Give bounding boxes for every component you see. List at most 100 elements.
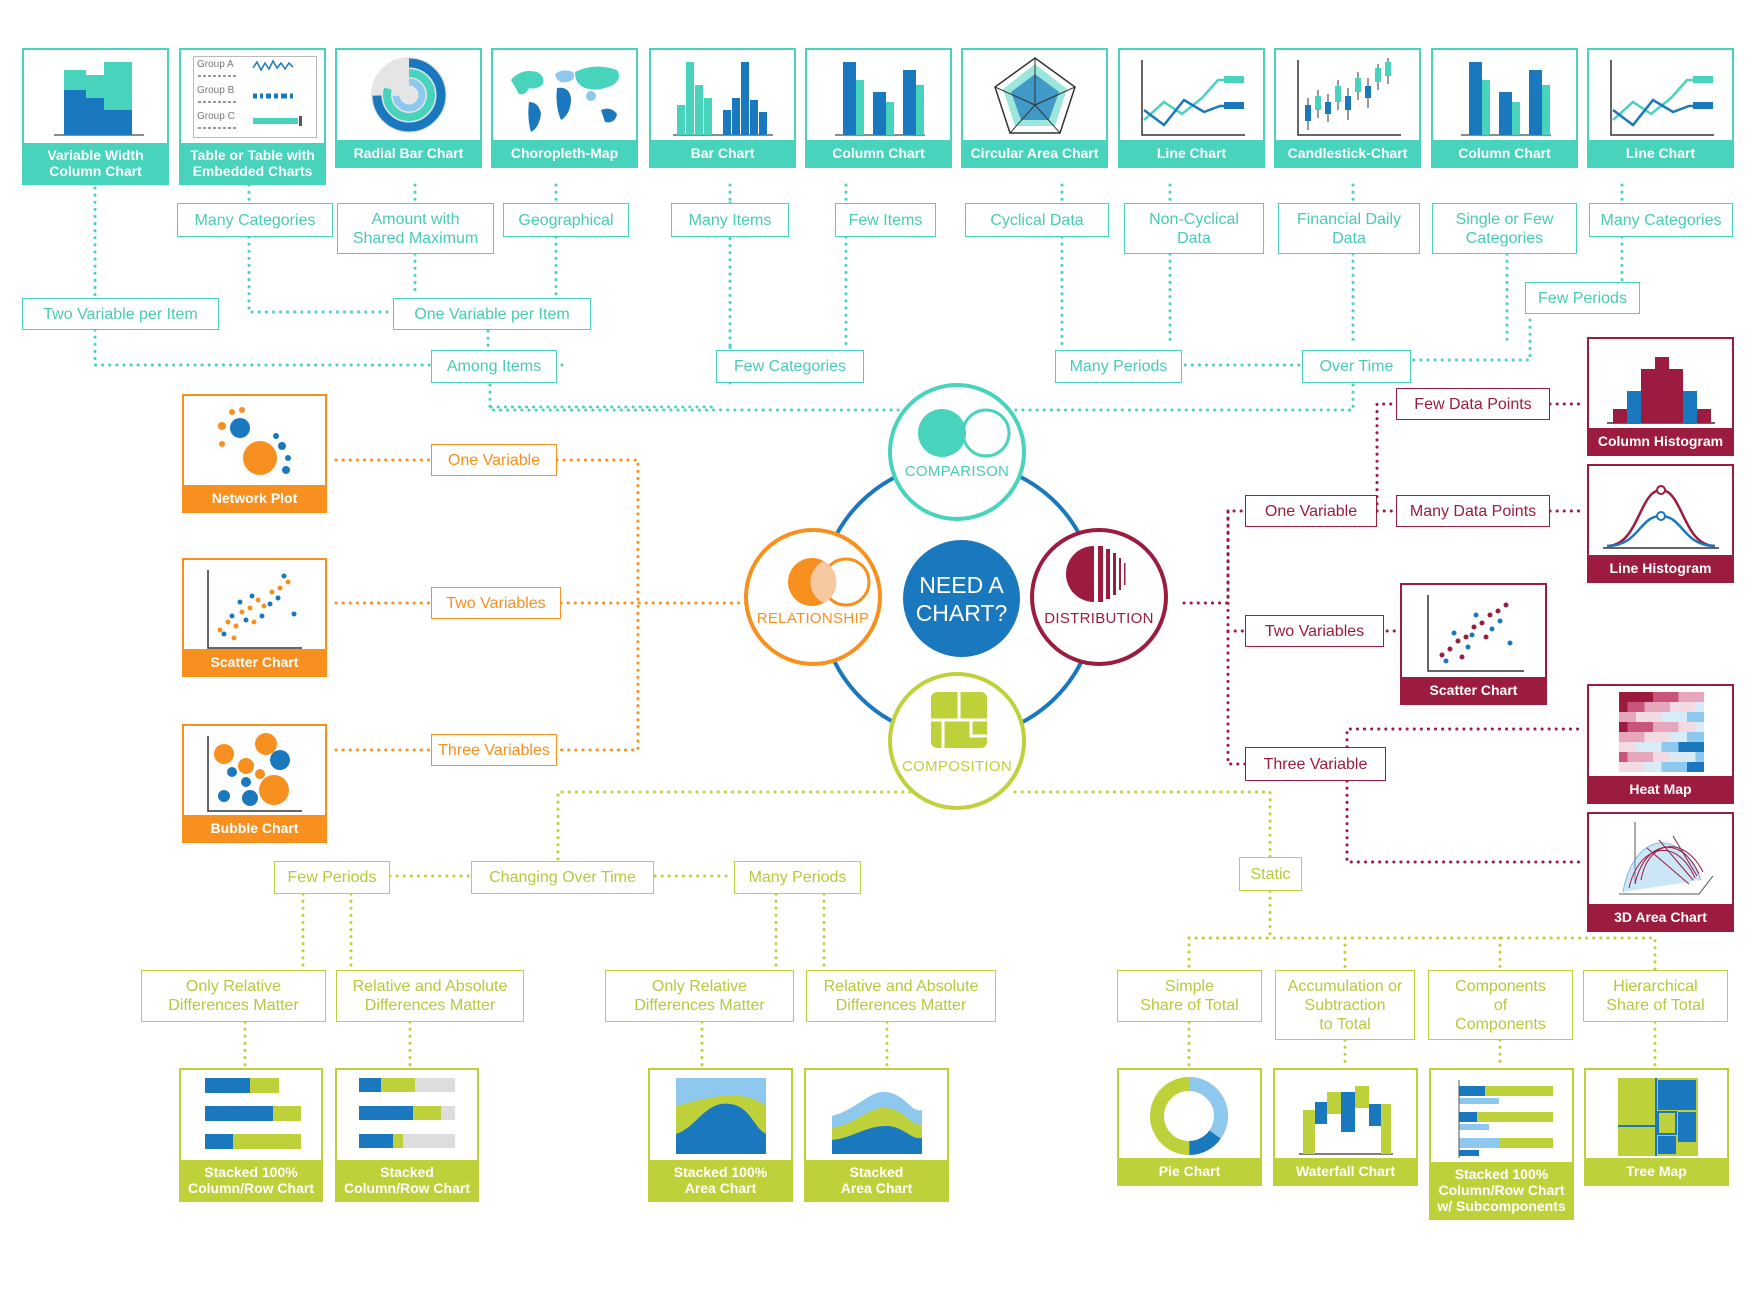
label-two-variables-dist[interactable]: Two Variables: [1245, 615, 1384, 647]
label-geographical[interactable]: Geographical: [503, 203, 629, 237]
label-many-categories[interactable]: Many Categories: [177, 203, 333, 237]
heat-map-cell: [1653, 702, 1662, 712]
label-three-variables[interactable]: Three Variables: [431, 734, 557, 766]
card-column-histogram[interactable]: Column Histogram: [1587, 337, 1734, 456]
label-many-items[interactable]: Many Items: [671, 203, 789, 237]
card-stacked-column[interactable]: Stacked Column/Row Chart: [335, 1068, 479, 1202]
relationship-hub[interactable]: RELATIONSHIP: [744, 528, 882, 666]
card-3d-area[interactable]: 3D Area Chart: [1587, 812, 1734, 932]
heat-map-cell: [1661, 712, 1670, 722]
distribution-hub[interactable]: DISTRIBUTION: [1030, 528, 1168, 666]
stacked-subcomponents-icon: [1458, 1080, 1553, 1158]
card-column-chart-2[interactable]: Column Chart: [1431, 48, 1578, 168]
card-line-histogram[interactable]: Line Histogram: [1587, 464, 1734, 583]
heat-map-cell: [1636, 702, 1645, 712]
comparison-hub[interactable]: COMPARISON: [888, 383, 1026, 521]
table-embedded-icon: Group A Group B Group C: [181, 50, 324, 145]
card-scatter-chart-rel[interactable]: Scatter Chart: [182, 558, 327, 677]
heat-map-cell: [1627, 722, 1636, 732]
card-line-chart-1[interactable]: Line Chart: [1118, 48, 1265, 168]
label-components[interactable]: Components of Components: [1428, 970, 1573, 1040]
heat-map-cell: [1678, 702, 1687, 712]
label-amount-shared-max[interactable]: Amount with Shared Maximum: [337, 203, 494, 254]
card-variable-width-column[interactable]: Variable Width Column Chart: [22, 48, 169, 185]
card-caption: Line Chart: [1589, 140, 1732, 166]
heat-map-cell: [1636, 722, 1645, 732]
card-radial-bar[interactable]: Radial Bar Chart: [335, 48, 482, 168]
label-only-relative-2[interactable]: Only Relative Differences Matter: [605, 970, 794, 1022]
label-few-periods-comp[interactable]: Few Periods: [274, 861, 390, 894]
label-two-variable-per-item[interactable]: Two Variable per Item: [22, 298, 219, 330]
card-scatter-chart-dist[interactable]: Scatter Chart: [1400, 583, 1547, 705]
distribution-hub-label: DISTRIBUTION: [1044, 610, 1154, 627]
label-three-variable[interactable]: Three Variable: [1245, 747, 1386, 781]
variable-width-column-icon: [54, 62, 144, 136]
label-relative-absolute-1[interactable]: Relative and Absolute Differences Matter: [336, 970, 524, 1022]
card-network-plot[interactable]: Network Plot: [182, 394, 327, 513]
label-only-relative-1[interactable]: Only Relative Differences Matter: [141, 970, 326, 1022]
card-tree-map[interactable]: Tree Map: [1584, 1068, 1729, 1186]
label-few-data-points[interactable]: Few Data Points: [1396, 388, 1550, 420]
line-chart-icon: [1141, 60, 1245, 136]
heat-map-cell: [1619, 712, 1628, 722]
heat-map-cell: [1661, 722, 1670, 732]
label-one-variable[interactable]: One Variable: [431, 444, 557, 476]
card-circular-area[interactable]: Circular Area Chart: [961, 48, 1108, 168]
heat-map-cell: [1678, 692, 1687, 702]
heat-map-cell: [1644, 722, 1653, 732]
label-many-categories-2[interactable]: Many Categories: [1589, 203, 1733, 237]
card-table-embedded[interactable]: Group A Group B Group C Table or Table w…: [179, 48, 326, 185]
label-one-variable-per-item[interactable]: One Variable per Item: [393, 298, 591, 330]
pie-chart-icon: [1150, 1077, 1228, 1155]
card-stacked-area[interactable]: Stacked Area Chart: [804, 1068, 949, 1202]
label-many-periods[interactable]: Many Periods: [1055, 350, 1182, 383]
label-accumulation[interactable]: Accumulation or Subtraction to Total: [1275, 970, 1415, 1040]
heat-map-cell: [1653, 762, 1662, 772]
heat-map-cell: [1670, 752, 1679, 762]
card-stacked-subcomponents[interactable]: Stacked 100% Column/Row Chart w/ Subcomp…: [1429, 1068, 1574, 1220]
card-heat-map[interactable]: Heat Map: [1587, 684, 1734, 804]
heat-map-cell: [1678, 742, 1687, 752]
card-bar-chart[interactable]: Bar Chart: [649, 48, 796, 168]
label-financial-daily[interactable]: Financial Daily Data: [1278, 203, 1420, 254]
label-single-few-categories[interactable]: Single or Few Categories: [1432, 203, 1577, 254]
need-a-chart-center[interactable]: NEED A CHART?: [903, 540, 1020, 657]
label-many-periods-comp[interactable]: Many Periods: [734, 861, 861, 894]
network-plot-icon: [218, 407, 291, 475]
line-chart-icon: [1610, 60, 1714, 136]
label-relative-absolute-2[interactable]: Relative and Absolute Differences Matter: [806, 970, 996, 1022]
card-waterfall-chart[interactable]: Waterfall Chart: [1273, 1068, 1418, 1186]
label-simple-share[interactable]: Simple Share of Total: [1117, 970, 1262, 1022]
label-few-items[interactable]: Few Items: [835, 203, 936, 237]
label-hierarchical[interactable]: Hierarchical Share of Total: [1583, 970, 1728, 1022]
label-cyclical-data[interactable]: Cyclical Data: [965, 203, 1109, 237]
label-over-time[interactable]: Over Time: [1302, 350, 1411, 383]
card-caption: Waterfall Chart: [1275, 1158, 1416, 1184]
heat-map-cell: [1661, 732, 1670, 742]
label-changing-over-time[interactable]: Changing Over Time: [471, 861, 654, 894]
composition-hub[interactable]: COMPOSITION: [888, 672, 1026, 810]
heat-map-cell: [1670, 742, 1679, 752]
label-among-items[interactable]: Among Items: [431, 350, 557, 383]
label-static[interactable]: Static: [1239, 857, 1302, 891]
label-few-categories[interactable]: Few Categories: [716, 350, 864, 383]
card-bubble-chart[interactable]: Bubble Chart: [182, 724, 327, 843]
card-choropleth-map[interactable]: Choropleth-Map: [491, 48, 638, 168]
card-pie-chart[interactable]: Pie Chart: [1117, 1068, 1262, 1186]
label-one-variable-dist[interactable]: One Variable: [1245, 495, 1377, 527]
heat-map-cell: [1644, 692, 1653, 702]
label-two-variables[interactable]: Two Variables: [431, 587, 561, 619]
composition-hub-icon: [931, 692, 987, 748]
candlestick-icon: [1297, 58, 1401, 136]
line-histogram-icon: [1603, 485, 1719, 549]
card-stacked-100-column[interactable]: Stacked 100% Column/Row Chart: [179, 1068, 323, 1202]
card-line-chart-2[interactable]: Line Chart: [1587, 48, 1734, 168]
card-stacked-100-area[interactable]: Stacked 100% Area Chart: [648, 1068, 793, 1202]
card-candlestick[interactable]: Candlestick-Chart: [1274, 48, 1421, 168]
heat-map-cell: [1687, 742, 1696, 752]
label-few-periods[interactable]: Few Periods: [1525, 282, 1640, 314]
label-many-data-points[interactable]: Many Data Points: [1396, 495, 1550, 527]
label-non-cyclical[interactable]: Non-Cyclical Data: [1124, 203, 1264, 254]
card-column-chart[interactable]: Column Chart: [805, 48, 952, 168]
card-caption: Bar Chart: [651, 140, 794, 166]
